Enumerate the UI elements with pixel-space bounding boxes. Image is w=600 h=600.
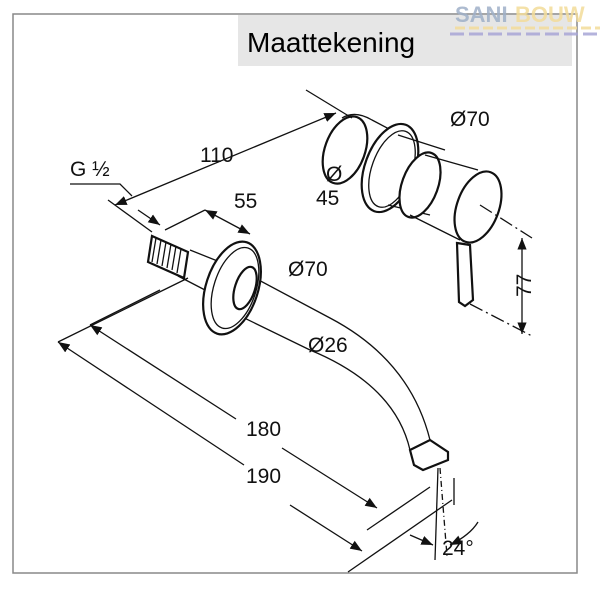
lever-handle (455, 241, 475, 308)
page-title: Maattekening (247, 27, 415, 58)
svg-text:BOUW: BOUW (515, 2, 585, 27)
spout-rosette-diameter-label: Ø70 (288, 258, 328, 281)
spout-projection-190-label: 190 (246, 465, 281, 488)
thread-label: G ½ (70, 158, 110, 181)
watermark-logo: SANI BOUW (450, 2, 600, 36)
lever-height-label: 77 (513, 274, 536, 297)
mixer-body (321, 113, 533, 337)
spout-projection-180-label: 180 (246, 418, 281, 441)
spout-angle-label: 24° (442, 537, 474, 560)
mixer-body-diameter-label: 45 (316, 187, 339, 210)
mixer-depth-label: 110 (200, 144, 233, 167)
svg-text:SANI: SANI (455, 2, 508, 27)
mixer-body-diameter-symbol: Ø (326, 163, 342, 186)
spout (146, 234, 450, 472)
thread-section (146, 234, 190, 280)
spout-diameter-label: Ø26 (308, 334, 348, 357)
mixer-rosette-diameter-label: Ø70 (450, 108, 490, 131)
thread-length-label: 55 (234, 190, 257, 213)
header-box (238, 15, 572, 66)
drawing-frame (12, 13, 578, 574)
